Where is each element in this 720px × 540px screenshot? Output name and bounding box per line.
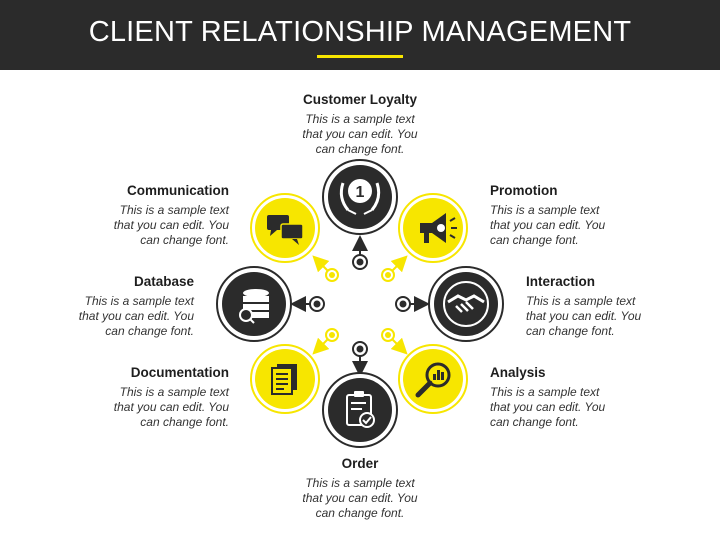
laurel-number-one-icon: 1	[339, 179, 381, 215]
chat-bubbles-icon	[267, 215, 304, 245]
label-documentation: Documentation This is a sample text that…	[0, 365, 229, 430]
description-line: that you can edit. You	[78, 309, 194, 323]
label-title: Documentation	[130, 365, 229, 380]
label-title: Database	[133, 274, 194, 289]
label-description: This is a sample text that you can edit.…	[0, 385, 229, 430]
label-title: Analysis	[490, 365, 546, 380]
description-line: This is a sample text	[490, 203, 600, 217]
handshake-icon	[443, 281, 489, 327]
label-database: Database This is a sample text that you …	[4, 274, 194, 339]
label-title: Promotion	[490, 183, 558, 198]
node-order	[322, 372, 398, 448]
label-title: Customer Loyalty	[302, 92, 418, 107]
label-communication: Communication This is a sample text that…	[0, 183, 229, 248]
label-title: Communication	[126, 183, 229, 198]
description-line: that you can edit. You	[302, 491, 418, 505]
connector-documentation	[312, 328, 339, 355]
label-order: Order This is a sample text that you can…	[240, 456, 480, 521]
connector-interaction	[395, 296, 430, 312]
node-promotion	[398, 193, 468, 263]
description-line: This is a sample text	[490, 385, 600, 399]
description-line: can change font.	[315, 142, 405, 156]
description-line: This is a sample text	[119, 203, 229, 217]
description-line: This is a sample text	[119, 385, 229, 399]
page-title: CLIENT RELATIONSHIP MANAGEMENT	[88, 16, 632, 48]
description-line: that you can edit. You	[113, 400, 229, 414]
node-interaction	[428, 266, 504, 342]
label-customer-loyalty: Customer Loyalty This is a sample text t…	[240, 92, 480, 157]
description-line: that you can edit. You	[302, 127, 418, 141]
magnifier-chart-icon	[415, 362, 451, 398]
label-promotion: Promotion This is a sample text that you…	[490, 183, 720, 248]
description-line: can change font.	[490, 233, 579, 247]
database-search-icon	[239, 289, 269, 324]
label-description: This is a sample text that you can edit.…	[240, 112, 480, 157]
connector-analysis	[381, 328, 408, 355]
description-line: This is a sample text	[526, 294, 636, 308]
description-line: that you can edit. You	[113, 218, 229, 232]
description-line: This is a sample text	[305, 112, 415, 126]
description-line: can change font.	[526, 324, 615, 338]
label-title: Interaction	[526, 274, 596, 289]
header-bar	[0, 0, 720, 70]
description-line: This is a sample text	[305, 476, 415, 490]
megaphone-icon	[420, 213, 457, 243]
description-line: can change font.	[140, 233, 229, 247]
description-line: can change font.	[105, 324, 194, 338]
description-line: can change font.	[490, 415, 579, 429]
svg-text:1: 1	[356, 184, 365, 201]
label-description: This is a sample text that you can edit.…	[240, 476, 480, 521]
description-line: that you can edit. You	[526, 309, 642, 323]
connector-database	[290, 296, 325, 312]
description-line: can change font.	[140, 415, 229, 429]
label-description: This is a sample text that you can edit.…	[526, 294, 716, 339]
label-description: This is a sample text that you can edit.…	[4, 294, 194, 339]
node-documentation	[250, 344, 320, 414]
description-line: that you can edit. You	[490, 400, 606, 414]
title-underline	[317, 55, 403, 58]
label-analysis: Analysis This is a sample text that you …	[490, 365, 720, 430]
node-customer-loyalty: 1	[322, 159, 398, 235]
description-line: can change font.	[315, 506, 405, 520]
label-title: Order	[341, 456, 379, 471]
description-line: This is a sample text	[84, 294, 194, 308]
node-communication	[250, 193, 320, 263]
connector-order	[352, 341, 368, 377]
label-description: This is a sample text that you can edit.…	[490, 385, 720, 430]
label-interaction: Interaction This is a sample text that y…	[526, 274, 716, 339]
connector-customer-loyalty	[352, 235, 368, 270]
connector-communication	[312, 255, 339, 282]
node-database	[216, 266, 292, 342]
node-analysis	[398, 344, 468, 414]
label-description: This is a sample text that you can edit.…	[490, 203, 720, 248]
connector-promotion	[381, 255, 408, 282]
label-description: This is a sample text that you can edit.…	[0, 203, 229, 248]
clipboard-check-icon	[346, 391, 375, 428]
description-line: that you can edit. You	[490, 218, 606, 232]
documents-icon	[271, 364, 297, 395]
